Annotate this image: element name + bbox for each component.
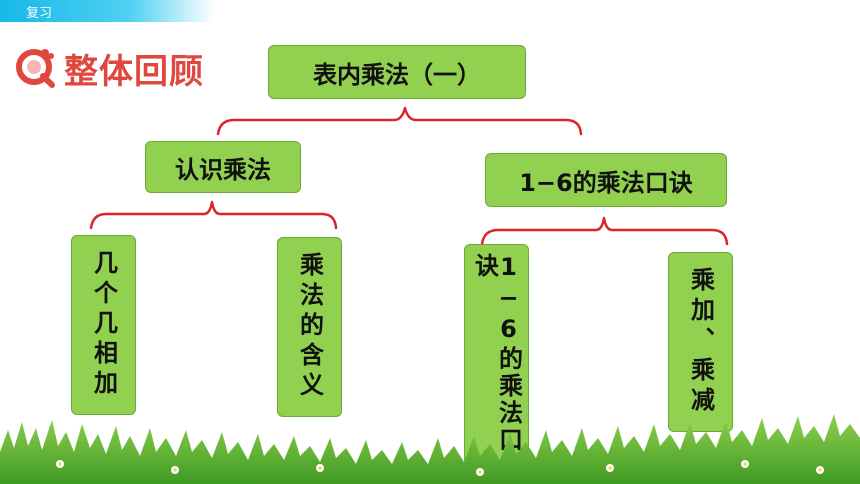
brace-root bbox=[216, 106, 583, 136]
page-title: 整体回顾 bbox=[64, 52, 204, 92]
header-bar: 复习 bbox=[0, 0, 215, 22]
node-root: 表内乘法（一） bbox=[268, 45, 526, 99]
node-tables-vertical: 1−6的乘法口诀 bbox=[464, 244, 529, 465]
grass-decoration bbox=[0, 414, 860, 484]
node-meaning-text: 乘法的含义 bbox=[295, 252, 324, 402]
node-multiply-add-subtract-text: 乘加、乘减 bbox=[686, 267, 715, 417]
brace-tables bbox=[480, 216, 729, 246]
node-tables-vertical-text: 1−6的乘法口诀 bbox=[470, 253, 523, 454]
node-multiplication-tables: 1−6的乘法口诀 bbox=[485, 153, 727, 207]
node-meaning: 乘法的含义 bbox=[277, 237, 342, 417]
section-label: 复习 bbox=[26, 6, 53, 21]
brace-recognize bbox=[89, 200, 338, 230]
q-magnifier-icon bbox=[16, 49, 55, 88]
node-recognize-multiplication: 认识乘法 bbox=[145, 141, 301, 193]
node-multiply-add-subtract: 乘加、乘减 bbox=[668, 252, 733, 432]
node-add-same-numbers: 几个几相加 bbox=[71, 235, 136, 415]
node-add-same-numbers-text: 几个几相加 bbox=[89, 250, 118, 400]
